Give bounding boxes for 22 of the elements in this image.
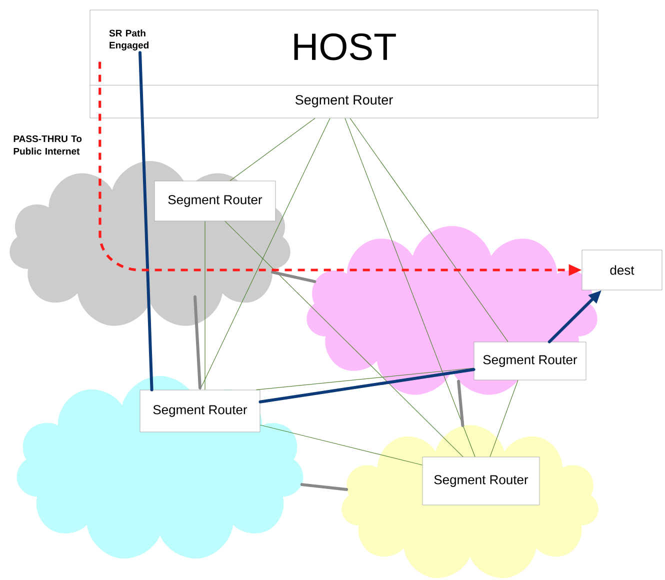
router-box: Segment Router [154, 180, 276, 222]
connector [344, 118, 476, 458]
connector [138, 51, 154, 392]
connector [230, 118, 316, 182]
connector [200, 118, 330, 390]
connector [256, 368, 474, 390]
connector [457, 380, 464, 428]
connector [224, 220, 464, 458]
router-box: Segment Router [422, 456, 540, 506]
router-box: Segment Router [140, 390, 260, 432]
router-box: Segment Router [474, 342, 586, 380]
connector [350, 118, 508, 342]
destination-box: dest [582, 250, 662, 290]
note-label: PASS-THRU To Public Internet [14, 135, 82, 155]
path-label: SR Path Engaged [109, 30, 148, 50]
connector [204, 220, 206, 390]
connector [194, 295, 202, 390]
connector [260, 424, 423, 466]
connector [271, 270, 316, 284]
connector [258, 368, 476, 404]
connector [300, 483, 348, 491]
connector [490, 380, 518, 458]
